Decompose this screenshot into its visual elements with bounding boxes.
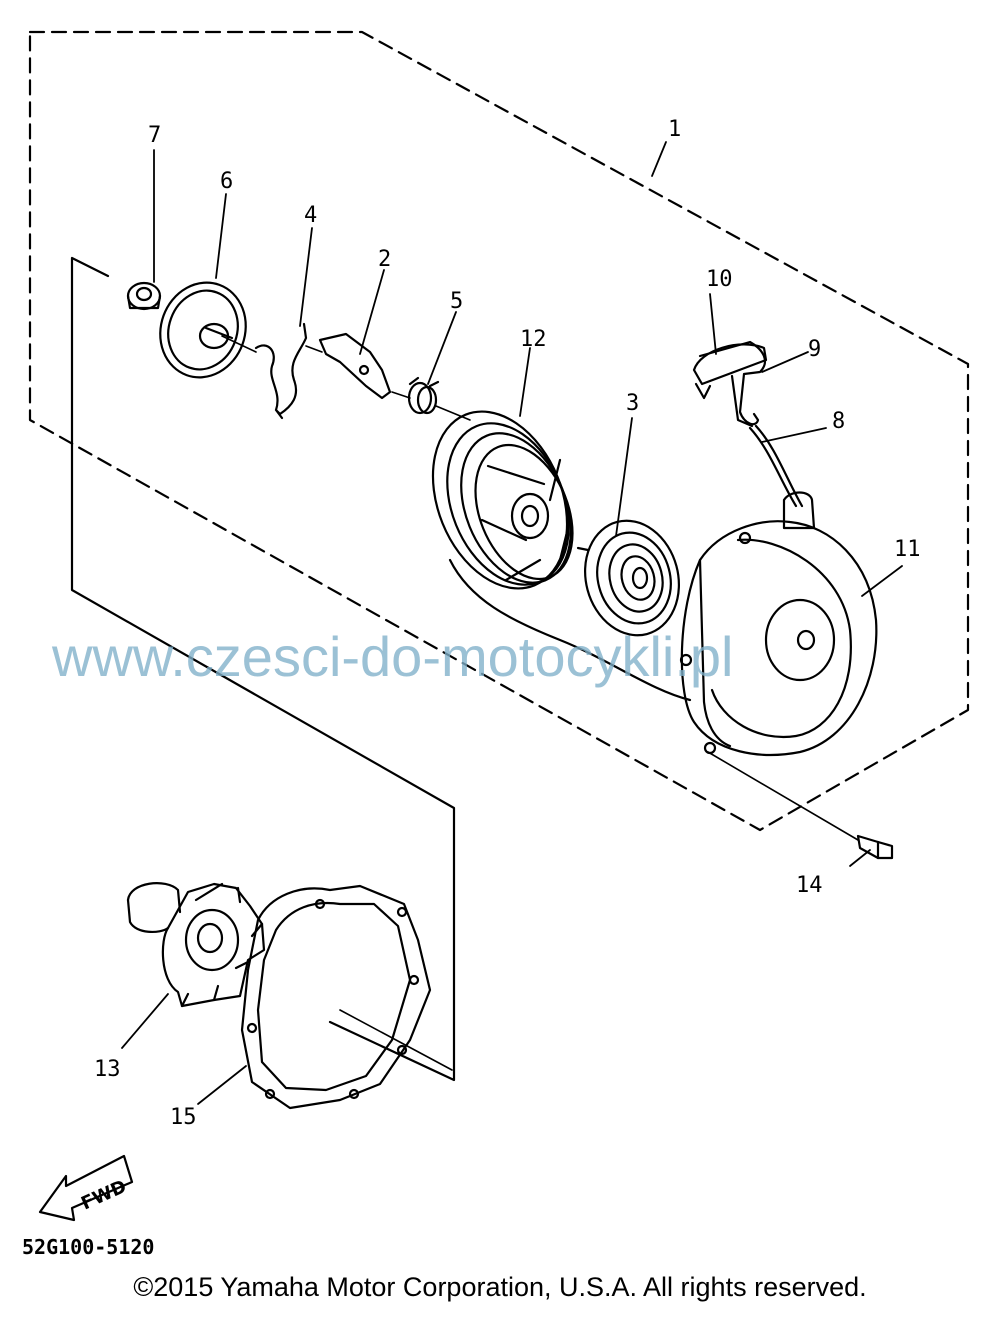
part-5-spring: [407, 376, 440, 415]
callout-14: 14: [796, 873, 823, 898]
part-10-grip: [692, 343, 768, 400]
part-7-nut: [126, 281, 162, 311]
callout-2: 2: [378, 247, 391, 272]
part-11-case: [679, 491, 878, 757]
part-14-bolt: [856, 834, 894, 860]
fwd-arrow-icon: [38, 1154, 134, 1222]
leader-lines: [121, 141, 903, 1105]
callout-1: 1: [668, 117, 681, 142]
lower-group-boundary: [70, 256, 456, 1082]
part-12-reel: [431, 410, 574, 590]
callout-7: 7: [148, 123, 161, 148]
part-4-spring-clip: [254, 322, 308, 420]
callout-11: 11: [894, 537, 921, 562]
assembly-center-lines: [221, 335, 859, 1071]
part-8-starter-rope: [448, 424, 804, 702]
part-13-starter-pulley: [126, 882, 266, 1008]
assembly-boundary-dashed: [28, 30, 970, 832]
callout-15: 15: [170, 1105, 197, 1130]
part-9-starter-handle: [698, 340, 767, 428]
fwd-label: FWD: [78, 1176, 130, 1214]
drawing-code: 52G100-5120: [22, 1235, 154, 1259]
copyright-notice: ©2015 Yamaha Motor Corporation, U.S.A. A…: [133, 1272, 867, 1302]
callout-4: 4: [304, 203, 317, 228]
callout-8: 8: [832, 409, 845, 434]
callout-10: 10: [706, 267, 733, 292]
watermark: www.czesci-do-motocykli.pl: [51, 625, 734, 688]
callout-5: 5: [450, 289, 463, 314]
callout-12: 12: [520, 327, 547, 352]
part-2-pawl: [318, 332, 392, 400]
callout-labels: 1 7 6 4 2 5 12 3 10 9 8 11 14 13 15: [94, 117, 921, 1130]
part-15-gasket: [240, 884, 432, 1110]
part-3-recoil-spring: [576, 519, 680, 637]
part-6-drive-plate: [159, 281, 247, 379]
callout-6: 6: [220, 169, 233, 194]
callout-3: 3: [626, 391, 639, 416]
callout-9: 9: [808, 337, 821, 362]
callout-13: 13: [94, 1057, 121, 1082]
